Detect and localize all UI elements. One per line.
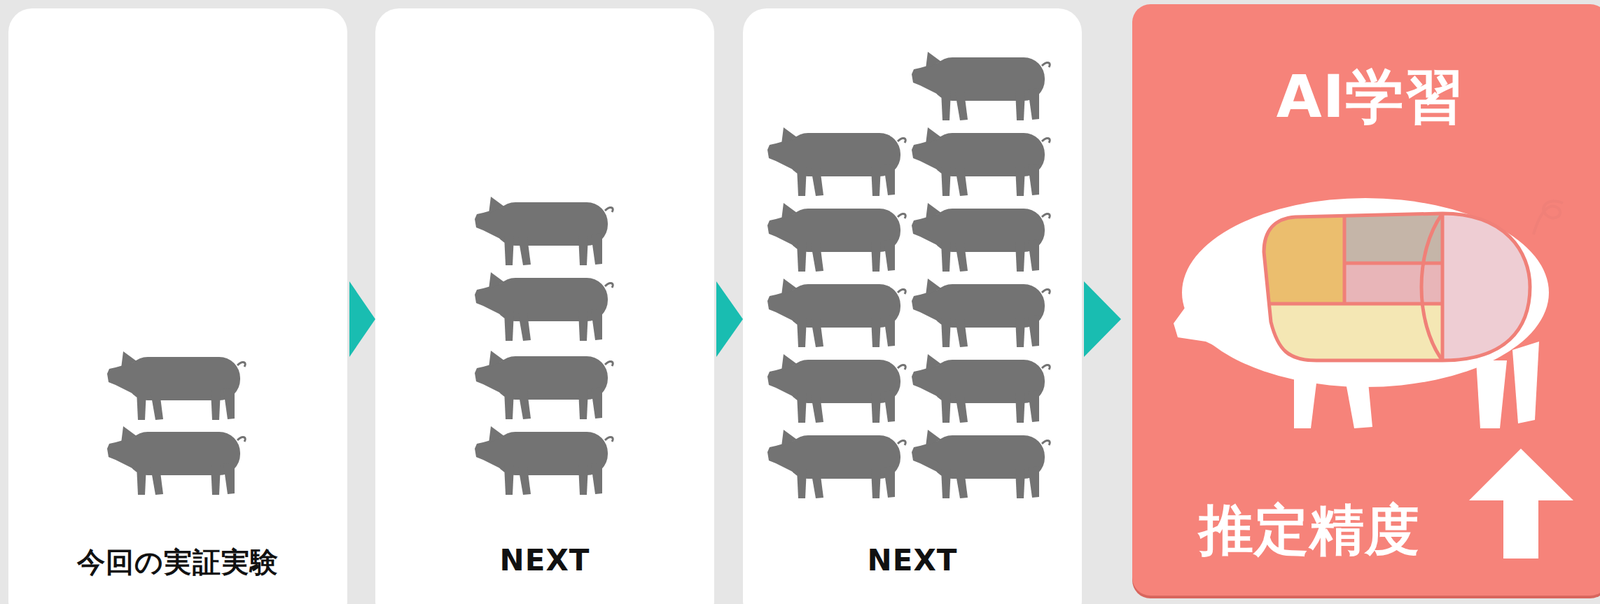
stage-panel: NEXT [742, 8, 1082, 604]
arrow-head [716, 281, 743, 358]
arrow-head [349, 281, 376, 358]
panel-label: 今回の実証実験 [8, 543, 348, 582]
stage-panel: NEXT [375, 8, 715, 604]
panel-label: NEXT [375, 543, 715, 578]
result-panel: AI学習推定精度 [1132, 4, 1600, 596]
arrow-head [1083, 281, 1122, 358]
flow-arrow [716, 281, 743, 358]
stage-panel: 今回の実証実験 [8, 8, 348, 604]
pork-cut-pig [1173, 198, 1563, 429]
flow-arrow [1083, 281, 1122, 358]
pig-group [107, 51, 1050, 499]
panel-label: NEXT [742, 543, 1082, 578]
up-arrow [1469, 448, 1574, 559]
accuracy-label: 推定精度 [1198, 494, 1421, 568]
panel-title: AI学習 [1132, 57, 1600, 138]
flow-arrow [349, 281, 376, 358]
